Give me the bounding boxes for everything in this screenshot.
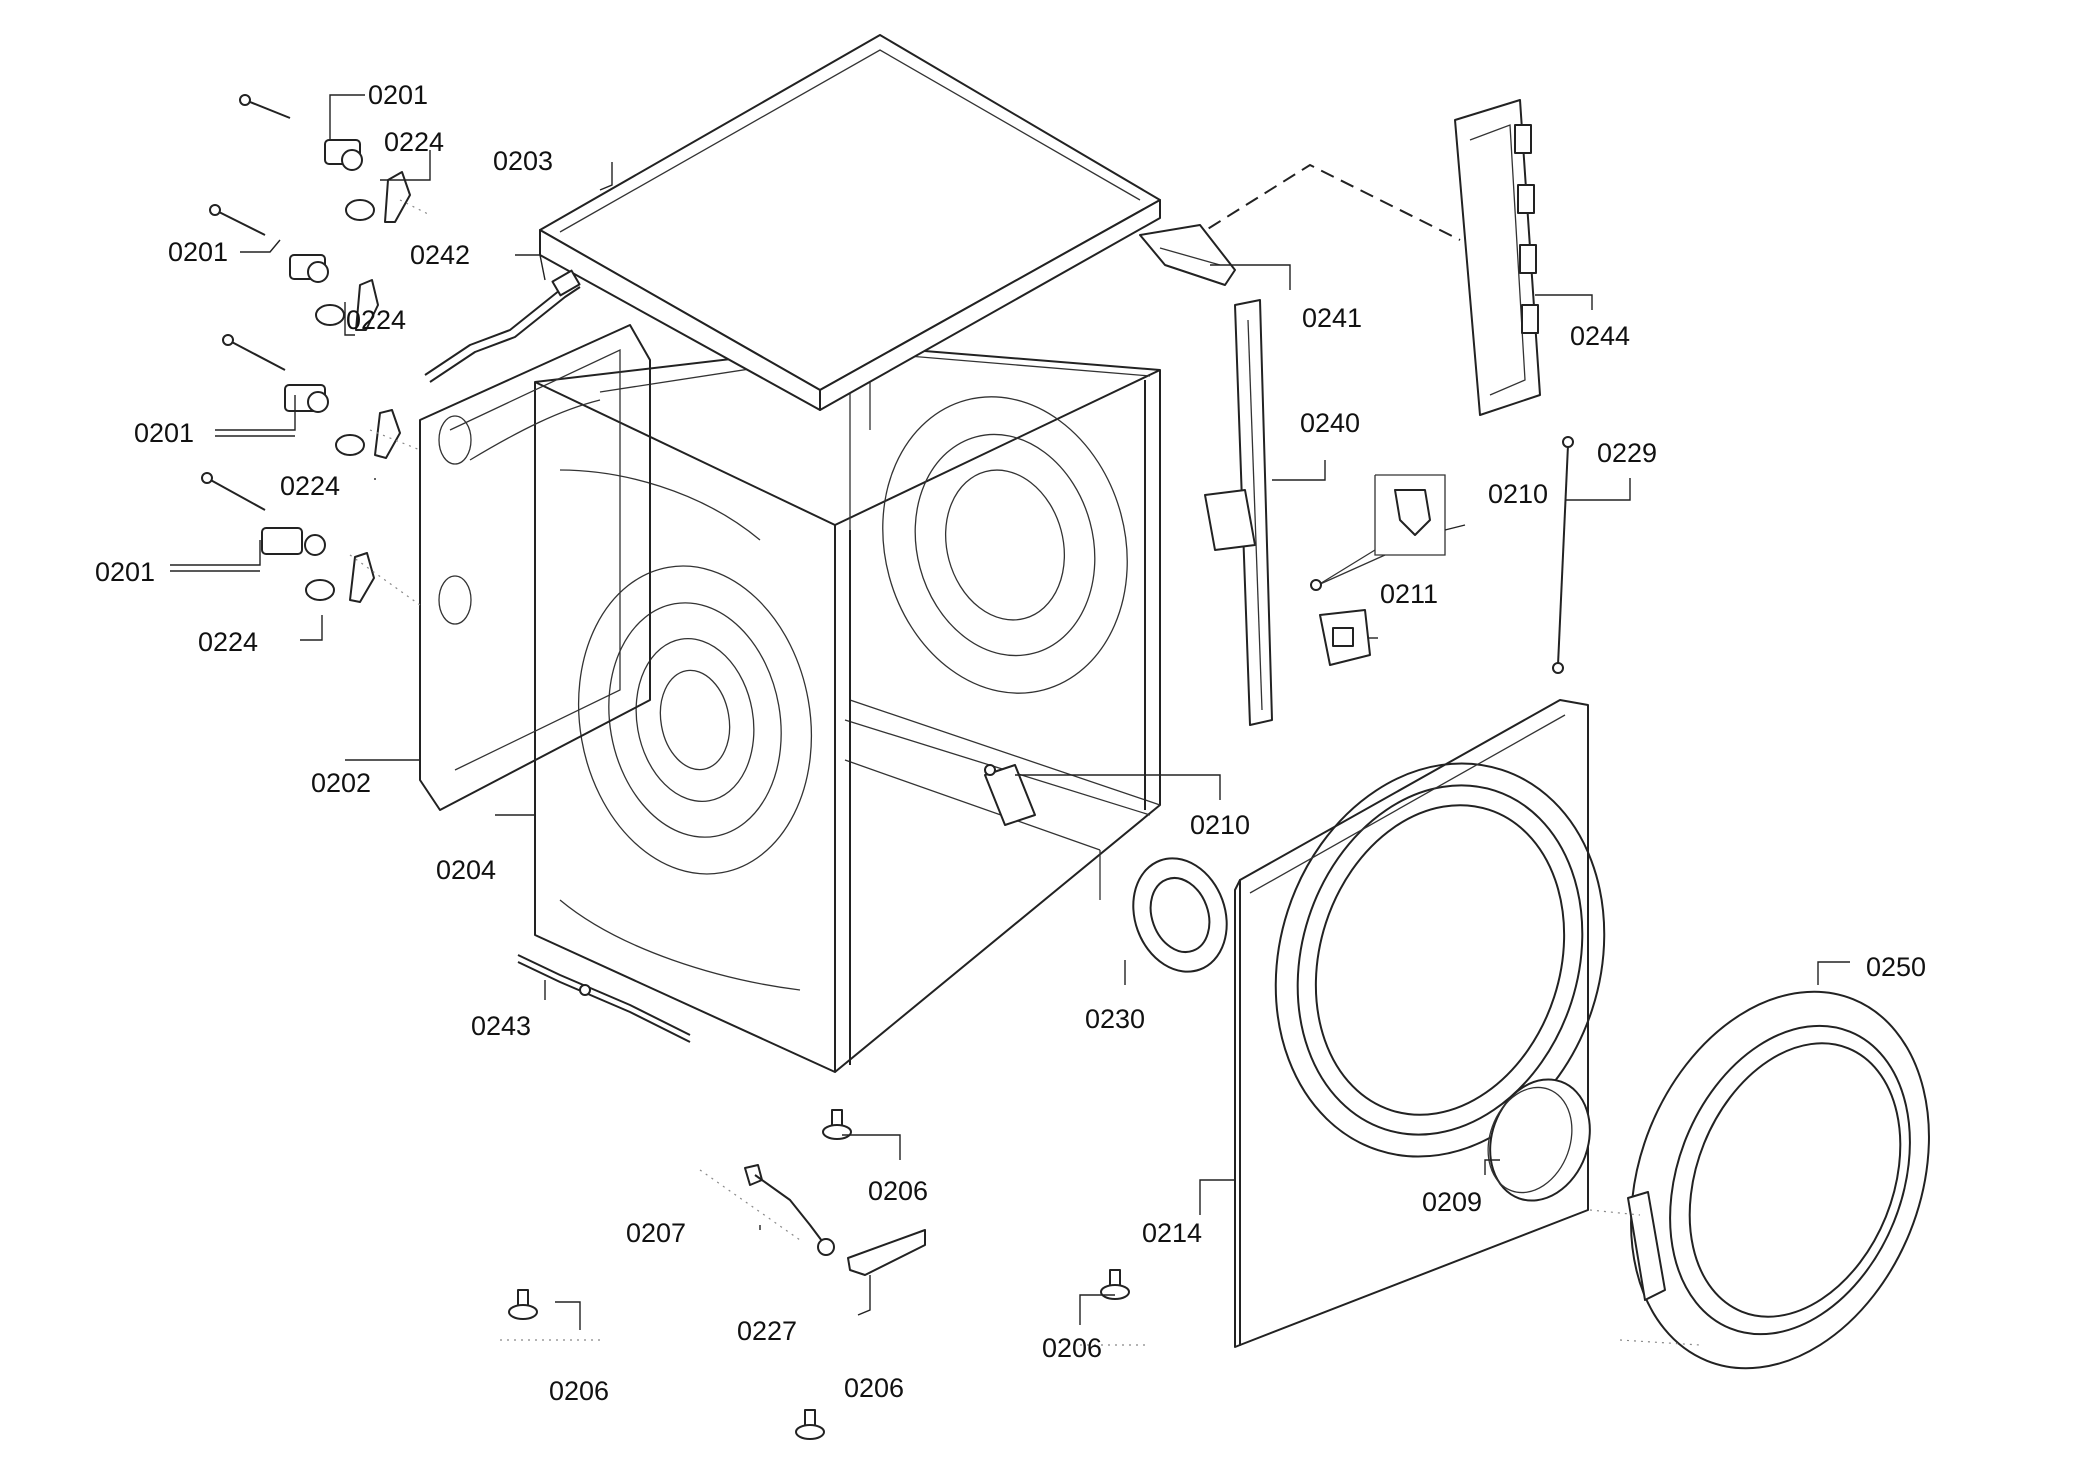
bracket-0241 <box>1139 224 1236 286</box>
label-0229: 0229 <box>1597 438 1657 468</box>
top-cover <box>539 34 1161 411</box>
label-0201-fourth: 0201 <box>95 557 155 587</box>
label-0207: 0207 <box>626 1218 686 1248</box>
label-0202: 0202 <box>311 768 371 798</box>
assembly-line <box>1189 163 1461 241</box>
foot-0206-d <box>795 1409 825 1440</box>
label-0230: 0230 <box>1085 1004 1145 1034</box>
dotted-lines <box>349 199 1701 1346</box>
label-0214: 0214 <box>1142 1218 1202 1248</box>
label-0243: 0243 <box>471 1011 531 1041</box>
rail-bracket-0242 <box>424 269 581 383</box>
label-0244: 0244 <box>1570 321 1630 351</box>
label-0206-center: 0206 <box>868 1176 928 1206</box>
label-0209: 0209 <box>1422 1187 1482 1217</box>
service-flap-0209 <box>1487 1078 1591 1202</box>
screw-group-2 <box>209 204 379 331</box>
label-0201-second: 0201 <box>168 237 228 267</box>
label-0206-left: 0206 <box>549 1376 609 1406</box>
base-rail-0243 <box>517 954 691 1043</box>
label-0227: 0227 <box>737 1316 797 1346</box>
label-0201-top: 0201 <box>368 80 428 110</box>
bracket-0210-lower <box>984 764 1036 826</box>
screw-group-3 <box>222 334 401 459</box>
part-labels: 0201 0224 0203 0201 0242 0224 0201 0224 … <box>95 80 1926 1406</box>
screw-group-1 <box>239 94 411 223</box>
lock-0211 <box>1319 609 1371 666</box>
leader-lines <box>170 94 1850 1330</box>
door-0250 <box>1627 990 1930 1370</box>
label-0250: 0250 <box>1866 952 1926 982</box>
rail-0244 <box>1454 99 1541 416</box>
label-0241: 0241 <box>1302 303 1362 333</box>
label-0240: 0240 <box>1300 408 1360 438</box>
label-0201-third: 0201 <box>134 418 194 448</box>
filter-ring-0230 <box>1132 857 1228 973</box>
label-0206-right: 0206 <box>1042 1333 1102 1363</box>
rod-0229 <box>1552 436 1574 674</box>
label-0204: 0204 <box>436 855 496 885</box>
bracket-0227 <box>847 1229 926 1276</box>
label-0210-lower: 0210 <box>1190 810 1250 840</box>
label-0242: 0242 <box>410 240 470 270</box>
wrench-0207 <box>744 1164 835 1256</box>
foot-0206-b <box>508 1289 538 1320</box>
lock-part-0210 <box>1310 474 1446 591</box>
front-panel-0214 <box>1234 699 1606 1348</box>
label-0224-fourth: 0224 <box>198 627 258 657</box>
label-0206-bottom: 0206 <box>844 1373 904 1403</box>
label-0224-second: 0224 <box>346 305 406 335</box>
screw-group-4 <box>201 472 375 603</box>
label-0203: 0203 <box>493 146 553 176</box>
side-frame-panel <box>419 324 651 811</box>
label-0210-upper: 0210 <box>1488 479 1548 509</box>
cabinet-housing <box>534 344 1161 1073</box>
strip-0240 <box>1204 299 1273 726</box>
label-0211: 0211 <box>1380 579 1438 609</box>
label-0224-third: 0224 <box>280 471 340 501</box>
label-0224-top: 0224 <box>384 127 444 157</box>
